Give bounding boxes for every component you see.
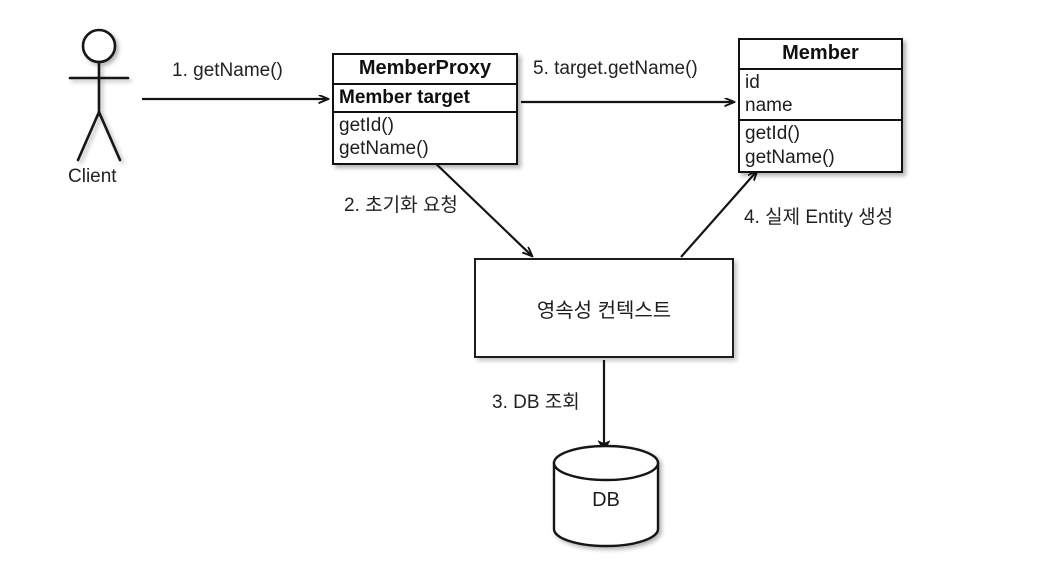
flow-4-label: 4. 실제 Entity 생성 xyxy=(744,207,894,228)
database-cylinder xyxy=(552,444,660,548)
flow-1-label: 1. getName() xyxy=(172,60,283,81)
class-box-member-proxy[interactable]: MemberProxy Member target getId() getNam… xyxy=(332,53,518,165)
class-methods-member: getId() getName() xyxy=(740,121,901,170)
class-field-row: Member target xyxy=(339,87,470,108)
class-fields-member: id name xyxy=(740,70,901,122)
class-method-row: getId() xyxy=(339,115,394,137)
flow-3-label: 3. DB 조회 xyxy=(492,392,580,413)
class-title-member-proxy: MemberProxy xyxy=(334,55,516,85)
database-label: DB xyxy=(592,489,620,511)
class-field-row: id xyxy=(745,72,760,93)
class-title-member: Member xyxy=(740,40,901,70)
class-method-row: getName() xyxy=(745,146,835,168)
flow-2-arrow xyxy=(429,157,532,256)
class-method-row: getName() xyxy=(339,138,429,160)
node-persistence-context[interactable]: 영속성 컨텍스트 xyxy=(474,258,734,358)
class-methods-member-proxy: getId() getName() xyxy=(334,113,516,162)
class-box-member[interactable]: Member id name getId() getName() xyxy=(738,38,903,173)
class-method-row: getId() xyxy=(745,123,800,145)
flow-5-label: 5. target.getName() xyxy=(533,58,698,79)
class-fields-member-proxy: Member target xyxy=(334,85,516,114)
class-field-row: name xyxy=(745,95,793,117)
persistence-context-label: 영속성 컨텍스트 xyxy=(536,299,672,322)
client-actor-label: Client xyxy=(68,166,117,187)
flow-4-arrow xyxy=(680,171,757,258)
flow-2-label: 2. 초기화 요청 xyxy=(344,195,458,216)
client-actor-figure xyxy=(68,28,130,162)
